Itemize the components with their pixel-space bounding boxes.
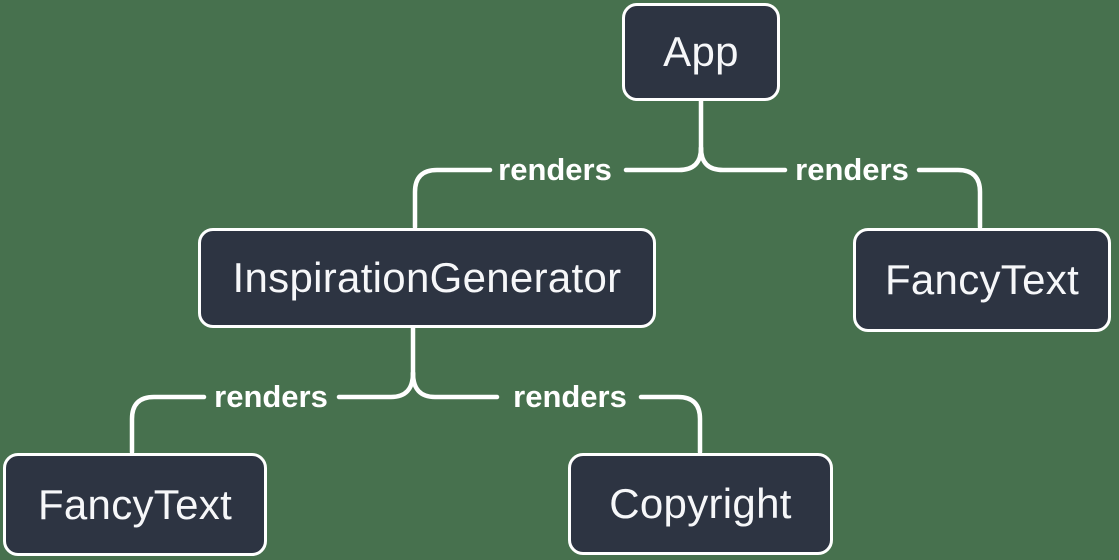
edge-label-inspiration-generator-copyright: renders: [513, 379, 627, 414]
node-app: App: [622, 3, 780, 101]
edge-app-ft-a: [698, 145, 788, 173]
node-app-label: App: [663, 28, 739, 75]
edge-ig-cr-a: [410, 370, 500, 400]
edge-ig-ft-a: [336, 370, 416, 400]
node-fancy-text-top: FancyText: [853, 228, 1111, 332]
node-copyright: Copyright: [568, 453, 833, 555]
edge-label-inspiration-generator-fancy-text: renders: [214, 379, 328, 414]
node-inspiration-generator: InspirationGenerator: [198, 228, 656, 328]
edge-app-ft-b: [916, 167, 983, 230]
edge-label-app-inspiration-generator: renders: [498, 152, 612, 187]
edge-app-ig-a: [623, 145, 704, 173]
node-fancy-text-bottom-label: FancyText: [37, 480, 233, 528]
edge-ig-cr-b: [638, 394, 703, 455]
edge-app-ig-b: [412, 167, 493, 230]
node-fancy-text-top-label: FancyText: [884, 256, 1080, 303]
node-copyright-label: Copyright: [609, 480, 792, 527]
node-inspiration-generator-label: InspirationGenerator: [232, 254, 622, 301]
edge-label-app-fancy-text: renders: [795, 152, 909, 187]
node-fancy-text-bottom: FancyText: [3, 453, 267, 556]
edge-ig-ft-b: [129, 394, 207, 455]
